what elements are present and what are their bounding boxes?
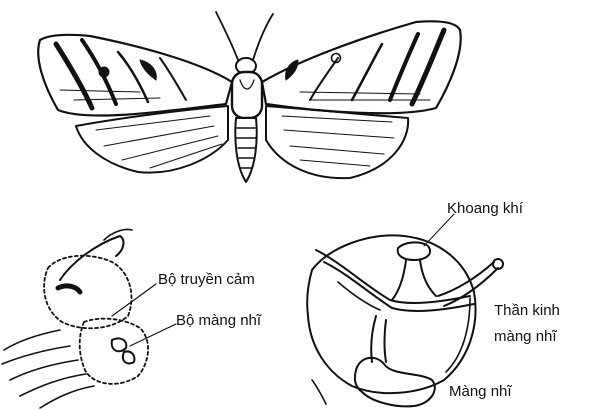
thorax-side-view <box>2 229 176 408</box>
label-tympanum: Màng nhĩ <box>449 383 512 401</box>
tympanum-membrane <box>355 358 435 407</box>
label-sensory-organ: Bộ truyền cảm <box>158 271 255 289</box>
leader-line-air-cavity <box>424 214 454 246</box>
tympanal-opening <box>112 338 127 351</box>
label-tympanal-organ: Bộ màng nhĩ <box>176 312 261 330</box>
moth-thorax <box>232 72 262 118</box>
moth-antenna-left <box>216 12 238 60</box>
nerve-tube <box>316 250 470 303</box>
thorax-segment <box>44 256 131 329</box>
moth-antenna-right <box>253 14 273 60</box>
moth-illustration <box>38 12 460 182</box>
wing-stub <box>60 236 123 280</box>
leader-line-tympanal <box>130 324 176 346</box>
label-tympanal-nerve-line2: màng nhĩ <box>494 328 557 346</box>
label-air-cavity: Khoang khí <box>447 200 523 218</box>
leader-line-sensory <box>112 284 156 316</box>
moth-right-hindwing <box>266 106 408 178</box>
label-tympanal-nerve-line1: Thần kinh <box>494 302 560 320</box>
tympanal-cross-section <box>307 214 503 406</box>
